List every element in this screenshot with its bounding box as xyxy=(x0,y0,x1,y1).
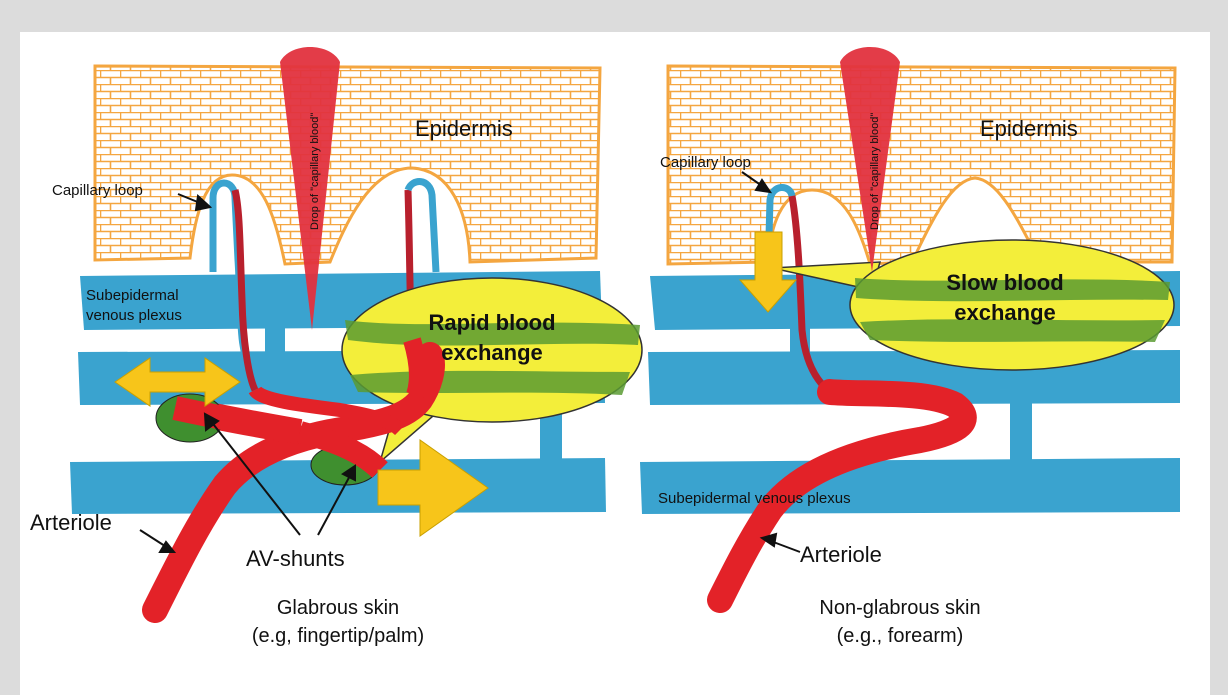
right-drop-label: Drop of "capillary blood" xyxy=(869,113,881,230)
left-plexus-label-2: venous plexus xyxy=(86,307,182,324)
left-caption-line-1: Glabrous skin xyxy=(277,597,399,619)
right-plexus-connector xyxy=(1010,398,1032,466)
right-epidermis-label: Epidermis xyxy=(980,116,1078,141)
right-exchange-label-1: Slow blood xyxy=(946,270,1063,295)
right-plexus-label: Subepidermal venous plexus xyxy=(658,490,851,507)
left-plexus-label-1: Subepidermal xyxy=(86,287,179,304)
left-plexus-connector xyxy=(265,320,285,360)
left-av-shunts-label: AV-shunts xyxy=(246,546,345,571)
right-panel: Epidermis Drop of "capillary blood" Capi… xyxy=(640,47,1180,647)
right-exchange-label-2: exchange xyxy=(954,300,1056,325)
left-drop-label: Drop of "capillary blood" xyxy=(309,113,321,230)
left-panel: Epidermis Drop of "capillary blood" Capi… xyxy=(30,47,642,647)
left-exchange-label-2: exchange xyxy=(441,340,543,365)
left-arteriole-label: Arteriole xyxy=(30,510,112,535)
left-shunt-vessel xyxy=(412,340,418,395)
left-rapid-exchange-bubble xyxy=(342,278,642,462)
right-arteriole-label: Arteriole xyxy=(800,542,882,567)
left-capillary-loop-label: Capillary loop xyxy=(52,182,143,199)
left-caption-line-2: (e.g, fingertip/palm) xyxy=(252,625,424,647)
right-caption-line-2: (e.g., forearm) xyxy=(837,625,964,647)
right-caption-line-1: Non-glabrous skin xyxy=(819,597,980,619)
left-epidermis-layer xyxy=(95,66,600,264)
right-capillary-loop-label: Capillary loop xyxy=(660,154,751,171)
left-exchange-label-1: Rapid blood xyxy=(428,310,555,335)
left-epidermis-label: Epidermis xyxy=(415,116,513,141)
left-outflow-arrow xyxy=(378,440,488,536)
